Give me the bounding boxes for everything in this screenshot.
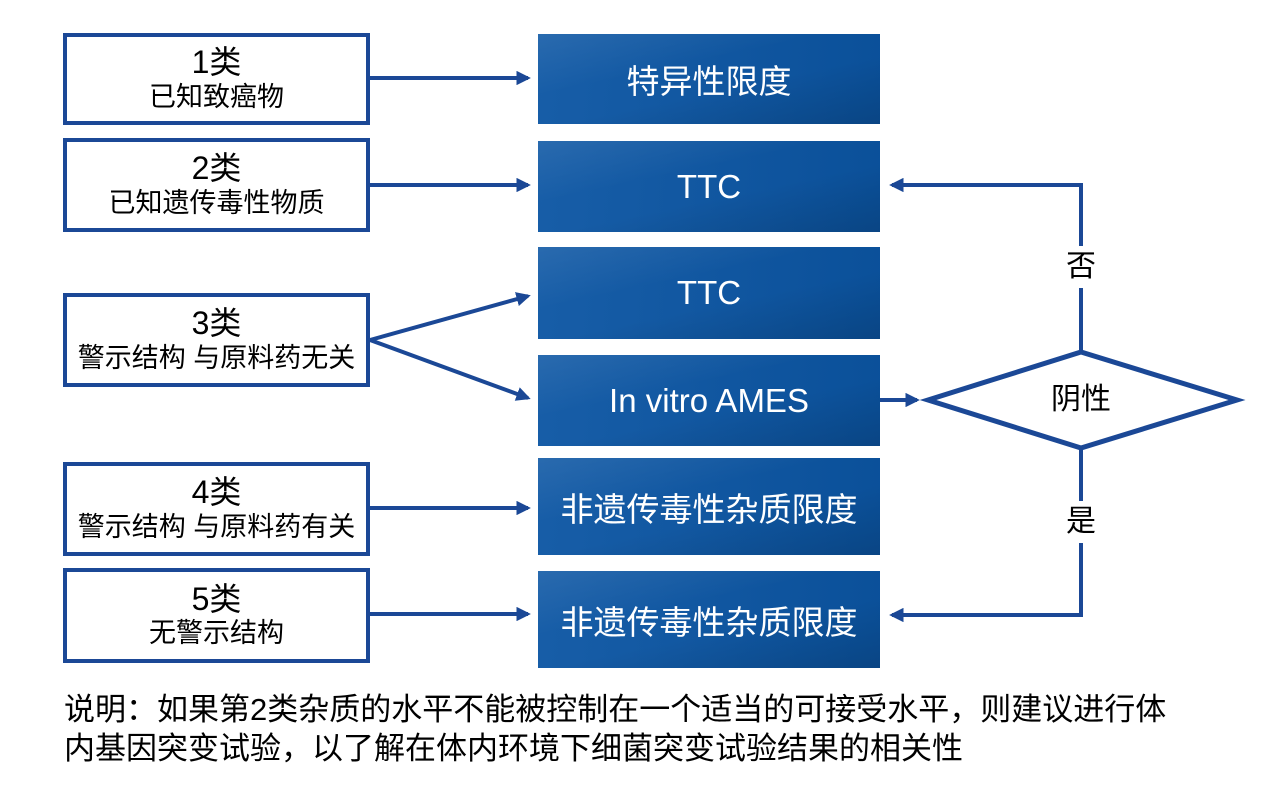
class3-title: 3类 bbox=[191, 305, 242, 342]
class1-title: 1类 bbox=[191, 44, 242, 81]
action-label: 非遗传毒性杂质限度 bbox=[560, 490, 858, 528]
class1-subtitle: 已知致癌物 bbox=[149, 81, 284, 112]
class2-title: 2类 bbox=[191, 150, 242, 187]
branch-label-yes: 是 bbox=[1064, 501, 1098, 543]
action-label: In vitro AMES bbox=[609, 381, 809, 419]
action-label: TTC bbox=[676, 274, 742, 311]
action-label: 非遗传毒性杂质限度 bbox=[560, 603, 858, 641]
class2-subtitle: 已知遗传毒性物质 bbox=[108, 187, 325, 218]
action-box-nongenotoxic-limit-2: 非遗传毒性杂质限度 bbox=[538, 571, 880, 668]
class1-box: 1类 已知致癌物 bbox=[63, 33, 370, 125]
action-box-ttc-1: TTC bbox=[538, 141, 880, 232]
branch-label-no: 否 bbox=[1064, 246, 1098, 288]
arrow-no-branch bbox=[889, 177, 1083, 353]
class5-box: 5类 无警示结构 bbox=[63, 568, 370, 663]
arrow-class3-to-ttc bbox=[369, 292, 531, 342]
class3-box: 3类 警示结构 与原料药无关 bbox=[63, 293, 370, 387]
note-line-1: 说明：如果第2类杂质的水平不能被控制在一个适当的可接受水平，则建议进行体 bbox=[64, 692, 1167, 727]
class2-box: 2类 已知遗传毒性物质 bbox=[63, 138, 370, 232]
action-label: TTC bbox=[676, 167, 742, 205]
note-line-2: 内基因突变试验，以了解在体内环境下细菌突变试验结果的相关性 bbox=[64, 731, 963, 766]
class4-subtitle: 警示结构 与原料药有关 bbox=[77, 511, 356, 542]
class4-title: 4类 bbox=[191, 474, 242, 511]
class4-box: 4类 警示结构 与原料药有关 bbox=[63, 462, 370, 556]
note-text: 说明：如果第2类杂质的水平不能被控制在一个适当的可接受水平，则建议进行体 内基因… bbox=[64, 690, 1166, 768]
action-box-in-vitro-ames: In vitro AMES bbox=[538, 355, 880, 446]
class5-subtitle: 无警示结构 bbox=[149, 618, 284, 649]
class5-title: 5类 bbox=[191, 580, 242, 617]
action-box-ttc-2: TTC bbox=[538, 247, 880, 339]
action-label: 特异性限度 bbox=[626, 63, 792, 100]
decision-diamond bbox=[919, 349, 1246, 451]
arrow-class3-to-ames bbox=[369, 338, 531, 401]
decision-label-negative: 阴性 bbox=[1051, 383, 1111, 416]
class3-subtitle: 警示结构 与原料药无关 bbox=[77, 342, 356, 373]
action-box-specific-limit: 特异性限度 bbox=[538, 34, 880, 124]
arrow-yes-branch bbox=[889, 447, 1083, 623]
action-box-nongenotoxic-limit-1: 非遗传毒性杂质限度 bbox=[538, 458, 880, 555]
